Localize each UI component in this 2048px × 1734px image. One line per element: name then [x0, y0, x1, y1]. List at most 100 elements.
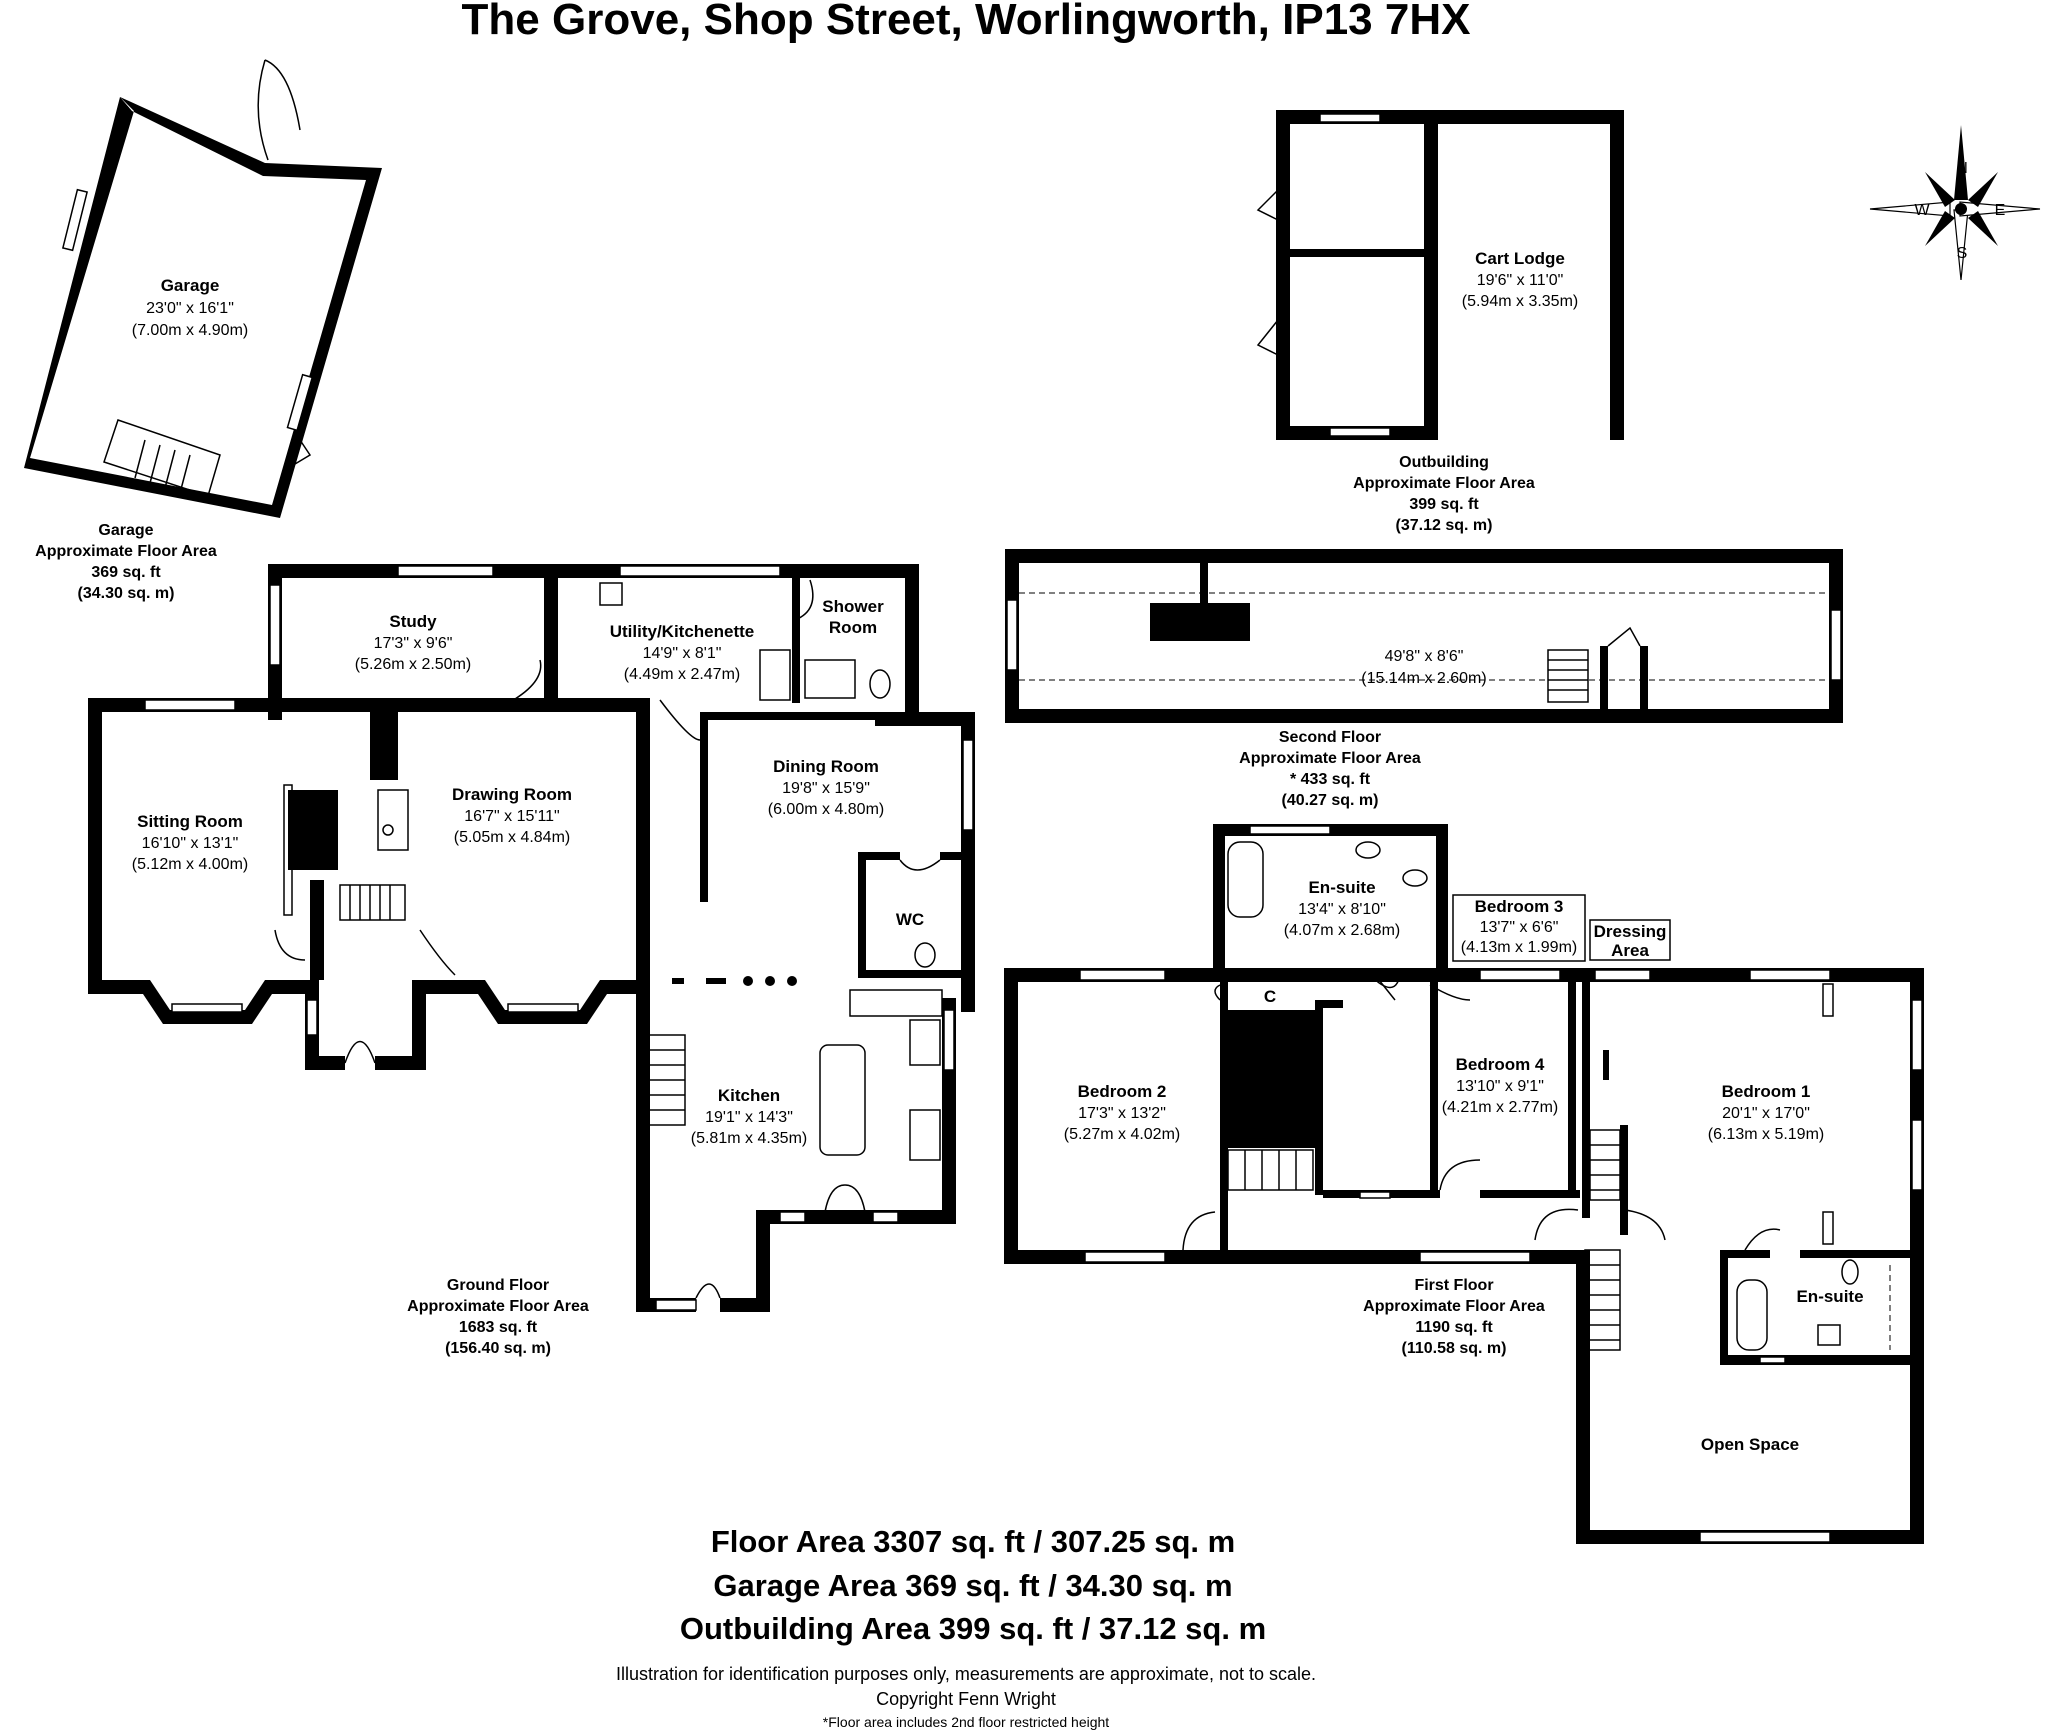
bedroom1-window-top [1749, 969, 1831, 981]
first-floor-plan [1004, 824, 1924, 1544]
basin-icon [1355, 841, 1381, 859]
front-door [344, 1041, 376, 1064]
kitchen-back-door [695, 1283, 721, 1299]
summary-floor-area: Floor Area 3307 sq. ft / 307.25 sq. m [711, 1524, 1235, 1559]
garage-metric: (7.00m x 4.90m) [132, 322, 248, 339]
sink-icon [599, 582, 623, 606]
chimney-block [1150, 603, 1250, 641]
kitchen-sink-icon [909, 1019, 941, 1066]
utility-metric: (4.49m x 2.47m) [624, 666, 740, 683]
garage-stairs [103, 419, 221, 497]
compass-n: N [1956, 160, 1968, 177]
second-floor-area-label: Approximate Floor Area [1239, 750, 1421, 767]
garage-name: Garage [161, 276, 220, 295]
first-floor-area-name: First Floor [1414, 1277, 1493, 1294]
sitting-room-imperial: 16'10" x 13'1" [142, 835, 239, 852]
dressing-area-line1: Dressing [1594, 922, 1667, 941]
hob-icon [759, 649, 791, 701]
garage-area-label: Approximate Floor Area [35, 543, 217, 560]
first-floor-area-sqft: 1190 sq. ft [1415, 1319, 1493, 1336]
utility-window [619, 565, 781, 577]
bedroom1-metric: (6.13m x 5.19m) [1708, 1126, 1824, 1143]
stairwell-void [1220, 1018, 1315, 1148]
kitchen-door [659, 699, 701, 741]
utility-name: Utility/Kitchenette [610, 622, 755, 641]
wc-door [899, 859, 941, 871]
study-imperial: 17'3" x 9'6" [374, 635, 453, 652]
first-floor-area-sqm: (110.58 sq. m) [1402, 1340, 1507, 1357]
bath-icon [1227, 841, 1264, 918]
dressing-area-line2: Area [1611, 941, 1649, 960]
outbuilding-area-label: Approximate Floor Area [1353, 475, 1535, 492]
bedroom4-imperial: 13'10" x 9'1" [1456, 1078, 1544, 1095]
first-floor-area-label: Approximate Floor Area [1363, 1298, 1545, 1315]
second-floor-area-sqm: (40.27 sq. m) [1282, 792, 1379, 809]
sitting-room-bay-window [171, 1003, 243, 1013]
compass-e: E [1995, 202, 2006, 219]
garage-door [257, 59, 269, 161]
bedroom1-name: Bedroom 1 [1722, 1082, 1811, 1101]
drawing-room-imperial: 16'7" x 15'11" [464, 808, 559, 825]
utility-imperial: 14'9" x 8'1" [643, 645, 722, 662]
restricted-height-note: *Floor area includes 2nd floor restricte… [823, 1714, 1109, 1730]
ground-floor-area-sqft: 1683 sq. ft [459, 1319, 538, 1336]
drawing-room-name: Drawing Room [452, 785, 572, 804]
second-floor-area-sqft: * 433 sq. ft [1290, 771, 1371, 788]
bedroom3-name: Bedroom 3 [1475, 897, 1564, 916]
ground-floor-area-sqm: (156.40 sq. m) [445, 1340, 551, 1357]
copyright: Copyright Fenn Wright [876, 1689, 1056, 1709]
outbuilding-door-lower [1256, 319, 1279, 356]
second-floor-area-name: Second Floor [1279, 729, 1381, 746]
kitchen-hob-icon [909, 1109, 941, 1161]
sitting-room-metric: (5.12m x 4.00m) [132, 856, 248, 873]
ground-floor-area-name: Ground Floor [447, 1277, 549, 1294]
ensuite-b1-bath-icon [1736, 1279, 1768, 1351]
second-floor-plan [1005, 549, 1843, 723]
shower-room-line2: Room [829, 618, 877, 637]
bedroom2-window-bottom [1084, 1251, 1166, 1263]
bedroom1-imperial: 20'1" x 17'0" [1722, 1105, 1810, 1122]
summary-garage-area: Garage Area 369 sq. ft / 34.30 sq. m [713, 1568, 1232, 1603]
outbuilding-area-sqft: 399 sq. ft [1409, 496, 1479, 513]
drawing-room-bay-window [507, 1003, 579, 1013]
bedroom3-imperial: 13'7" x 6'6" [1480, 919, 1559, 936]
kitchen-name: Kitchen [718, 1086, 780, 1105]
disclaimer: Illustration for identification purposes… [616, 1664, 1316, 1684]
study-window [397, 565, 494, 577]
garage-side-door [284, 439, 312, 471]
second-floor-window-left [1006, 599, 1018, 671]
kitchen-imperial: 19'1" x 14'3" [705, 1109, 793, 1126]
kitchen-french-doors [824, 1184, 866, 1213]
bedroom4-name: Bedroom 4 [1456, 1055, 1545, 1074]
ensuite-top-imperial: 13'4" x 8'10" [1298, 901, 1386, 918]
study-door [514, 659, 542, 700]
cart-lodge-imperial: 19'6" x 11'0" [1477, 272, 1564, 289]
bedroom2-metric: (5.27m x 4.02m) [1064, 1126, 1180, 1143]
bedroom4-metric: (4.21m x 2.77m) [1442, 1099, 1558, 1116]
summary-outbuilding-area: Outbuilding Area 399 sq. ft / 37.12 sq. … [680, 1611, 1266, 1646]
dining-room-window [962, 739, 974, 831]
second-floor-room-metric: (15.14m x 2.60m) [1361, 670, 1486, 687]
outbuilding-area-sqm: (37.12 sq. m) [1396, 517, 1493, 534]
first-floor-stairs-lower [1584, 1249, 1621, 1351]
study-name: Study [389, 612, 437, 631]
outbuilding-area-name: Outbuilding [1399, 454, 1489, 471]
outbuilding-plan [1256, 110, 1624, 440]
outbuilding-door-upper [1256, 189, 1279, 221]
hall-stairs [339, 884, 406, 921]
bedroom3-metric: (4.13m x 1.99m) [1461, 939, 1577, 956]
shower-room-line1: Shower [822, 597, 884, 616]
sitting-room-name: Sitting Room [137, 812, 243, 831]
bedroom2-name: Bedroom 2 [1078, 1082, 1167, 1101]
bedroom4-door [1439, 1159, 1481, 1191]
ensuite-b1-door [1744, 1228, 1781, 1251]
open-space-window [1699, 1531, 1831, 1543]
sitting-room-window-top [144, 699, 236, 711]
bedroom2-imperial: 17'3" x 13'2" [1078, 1105, 1166, 1122]
ensuite-b1-name: En-suite [1796, 1287, 1863, 1306]
ground-floor-plan [88, 564, 975, 1312]
cart-lodge-name: Cart Lodge [1475, 249, 1565, 268]
cupboard-label: C [1264, 987, 1276, 1006]
garage-window-right [286, 373, 314, 432]
